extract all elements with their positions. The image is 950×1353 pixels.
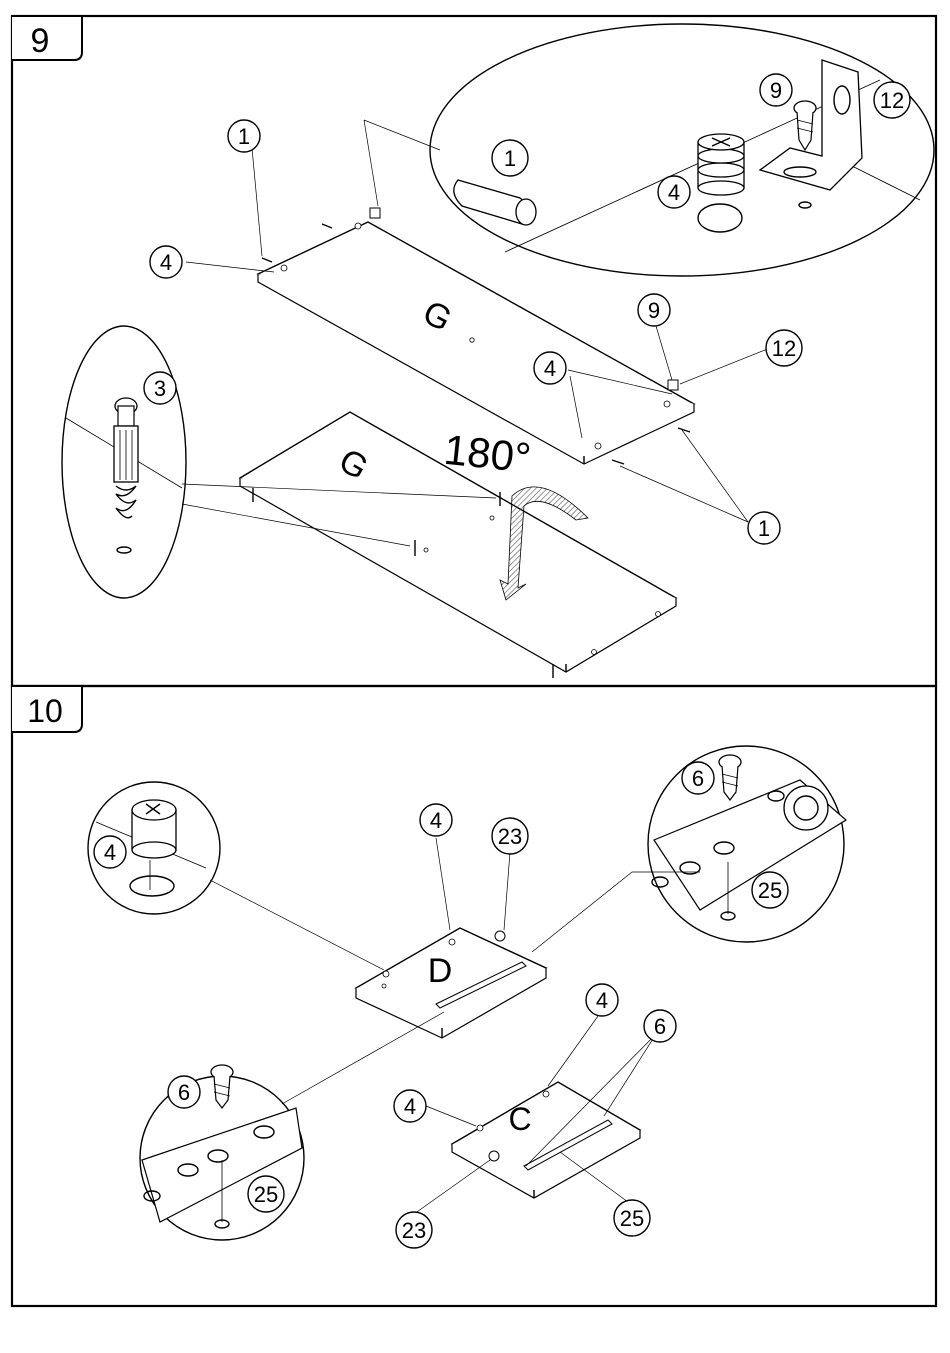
callout-12-right: 12 [766, 330, 802, 366]
detail-bubble-runner-top [648, 746, 846, 942]
callout-1-bottom-right: 1 [748, 512, 780, 544]
svg-text:4: 4 [430, 808, 442, 833]
rotation-label: 180° [442, 426, 533, 482]
svg-text:4: 4 [104, 840, 116, 865]
panel-c-letter: C [508, 1101, 531, 1137]
callout-23-d: 23 [492, 818, 528, 854]
svg-text:4: 4 [404, 1094, 416, 1119]
svg-text:6: 6 [178, 1080, 190, 1105]
step-9-number: 9 [31, 22, 50, 60]
svg-text:12: 12 [772, 336, 796, 361]
callout-4-c-top: 4 [586, 984, 618, 1016]
callout-4-cam-detail: 4 [94, 836, 126, 868]
callout-4-right: 4 [534, 352, 566, 384]
cam-lock-fitting-icon [698, 134, 744, 232]
svg-text:25: 25 [758, 878, 782, 903]
svg-text:4: 4 [668, 180, 680, 205]
panel-c: C [452, 1082, 640, 1198]
screw-icon [794, 101, 816, 150]
svg-text:4: 4 [596, 988, 608, 1013]
callout-3-detail: 3 [144, 372, 176, 404]
svg-text:6: 6 [654, 1014, 666, 1039]
callout-4-detail: 4 [658, 176, 690, 208]
svg-text:23: 23 [402, 1218, 426, 1243]
callout-6-top-detail: 6 [682, 762, 714, 794]
dowel-icon [454, 180, 536, 225]
svg-text:1: 1 [758, 516, 770, 541]
callout-9-detail: 9 [760, 74, 792, 106]
step-10-number: 10 [27, 693, 63, 729]
svg-text:25: 25 [254, 1182, 278, 1207]
callout-23-c: 23 [396, 1212, 432, 1248]
svg-text:9: 9 [648, 298, 660, 323]
panel-d-letter: D [428, 952, 453, 990]
svg-text:9: 9 [770, 78, 782, 103]
detail-bubble-left [62, 326, 186, 598]
svg-text:6: 6 [692, 766, 704, 791]
detail-bubble-runner-bottom [140, 1065, 304, 1240]
svg-text:1: 1 [504, 146, 516, 171]
svg-text:1: 1 [238, 124, 250, 149]
callout-4-c-left: 4 [394, 1090, 426, 1122]
callout-1-detail: 1 [492, 140, 528, 176]
callout-1-top-left: 1 [228, 120, 260, 152]
screw-icon [719, 755, 741, 800]
svg-text:3: 3 [154, 376, 166, 401]
panel-d: D [356, 928, 546, 1038]
svg-text:12: 12 [880, 88, 904, 113]
svg-text:23: 23 [498, 824, 522, 849]
callout-6-bottom-detail: 6 [168, 1076, 200, 1108]
callout-4-d: 4 [420, 804, 452, 836]
callout-25-c: 25 [614, 1200, 650, 1236]
callout-25-top-detail: 25 [752, 872, 788, 908]
step-10-tab: 10 [12, 686, 82, 732]
svg-text:25: 25 [620, 1206, 644, 1231]
callout-4-left: 4 [150, 246, 182, 278]
cam-bolt-icon [114, 398, 138, 553]
svg-text:4: 4 [544, 356, 556, 381]
panel-g-top: G [258, 208, 694, 464]
step-9-tab: 9 [12, 16, 82, 60]
callout-9-right: 9 [638, 294, 670, 326]
callout-12-detail: 12 [874, 82, 910, 118]
callout-6-c: 6 [644, 1010, 676, 1042]
callout-25-bottom-detail: 25 [248, 1176, 284, 1212]
svg-text:4: 4 [160, 250, 172, 275]
screw-icon [211, 1065, 233, 1108]
